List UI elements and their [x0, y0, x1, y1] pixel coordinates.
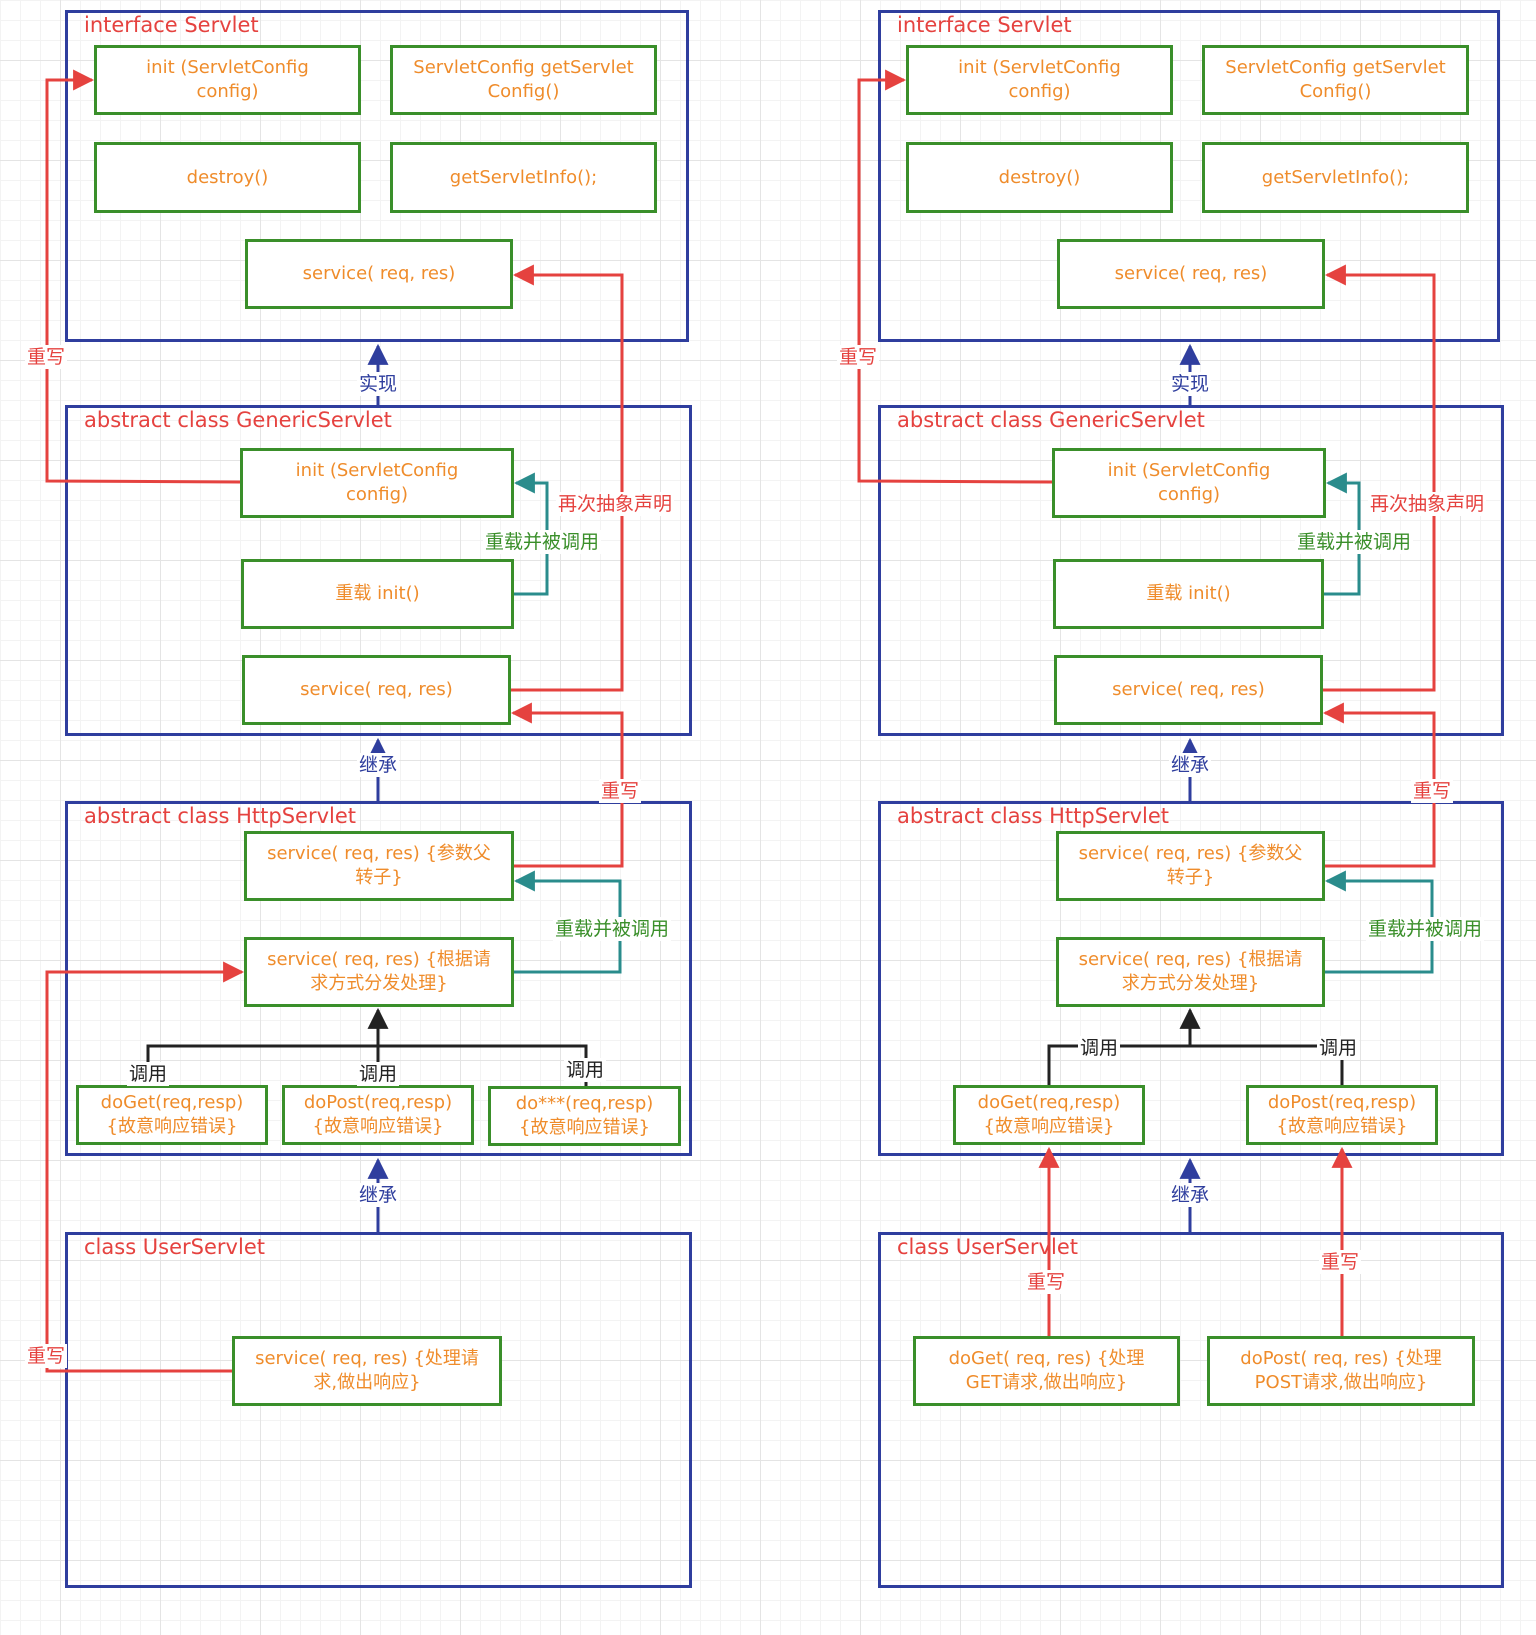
- right-generic-overload-init-method: 重载 init(): [1053, 559, 1324, 629]
- right-call-label: 调用: [1317, 1036, 1360, 1060]
- right-generic-init-method: init (ServletConfig config): [1052, 448, 1326, 518]
- right-call-label: 调用: [1078, 1036, 1121, 1060]
- left-interface-get-servlet-config-method: ServletConfig getServlet Config(): [390, 45, 657, 115]
- left-http-service-dispatch-method: service( req, res) {根据请 求方式分发处理}: [244, 937, 514, 1007]
- class-title: abstract class HttpServlet: [897, 804, 1170, 828]
- right-user-do-post-method: doPost( req, res) {处理 POST请求,做出响应}: [1207, 1336, 1475, 1406]
- left-inherit-label: 继承: [357, 753, 400, 777]
- right-http-do-post-method: doPost(req,resp) {故意响应错误}: [1246, 1085, 1438, 1145]
- right-interface-destroy-method: destroy(): [906, 142, 1173, 213]
- left-user-servlet: class UserServlet: [65, 1232, 692, 1588]
- right-interface-init-method: init (ServletConfig config): [906, 45, 1173, 115]
- left-redeclare-abstract-label: 再次抽象声明: [556, 492, 675, 516]
- class-title: interface Servlet: [84, 13, 259, 37]
- left-call-label: 调用: [127, 1062, 170, 1086]
- class-title: interface Servlet: [897, 13, 1072, 37]
- left-user-service-method: service( req, res) {处理请 求,做出响应}: [232, 1336, 502, 1406]
- left-interface-get-servlet-info-method: getServletInfo();: [390, 142, 657, 213]
- right-override-label: 重写: [837, 345, 880, 369]
- right-http-service-convert-method: service( req, res) {参数父 转子}: [1056, 831, 1325, 901]
- left-user-override-label: 重写: [25, 1344, 68, 1368]
- right-overload-called-service-label: 重载并被调用: [1366, 917, 1485, 941]
- right-redeclare-abstract-label: 再次抽象声明: [1368, 492, 1487, 516]
- right-inherit-label: 继承: [1169, 1183, 1212, 1207]
- left-inherit-label: 继承: [357, 1183, 400, 1207]
- left-interface-destroy-method: destroy(): [94, 142, 361, 213]
- right-interface-get-servlet-config-method: ServletConfig getServlet Config(): [1202, 45, 1469, 115]
- left-call-label: 调用: [564, 1058, 607, 1082]
- left-http-do-other-method: do***(req,resp) {故意响应错误}: [488, 1086, 681, 1146]
- right-http-do-get-method: doGet(req,resp) {故意响应错误}: [953, 1085, 1145, 1145]
- right-override-service-label: 重写: [1411, 779, 1454, 803]
- right-interface-service-method: service( req, res): [1057, 239, 1325, 309]
- right-user-override-dopost-label: 重写: [1319, 1250, 1362, 1274]
- right-user-servlet: class UserServlet: [878, 1232, 1504, 1588]
- left-interface-service-method: service( req, res): [245, 239, 513, 309]
- right-http-service-dispatch-method: service( req, res) {根据请 求方式分发处理}: [1056, 937, 1325, 1007]
- left-http-do-get-method: doGet(req,resp) {故意响应错误}: [76, 1085, 268, 1145]
- right-user-do-get-method: doGet( req, res) {处理 GET请求,做出响应}: [913, 1336, 1180, 1406]
- class-title: class UserServlet: [84, 1235, 265, 1259]
- right-implement-label: 实现: [1169, 372, 1212, 396]
- right-user-override-doget-label: 重写: [1025, 1270, 1068, 1294]
- left-call-label: 调用: [357, 1062, 400, 1086]
- left-override-service-label: 重写: [599, 779, 642, 803]
- class-title: abstract class HttpServlet: [84, 804, 357, 828]
- right-generic-service-method: service( req, res): [1054, 655, 1323, 725]
- left-http-do-post-method: doPost(req,resp) {故意响应错误}: [282, 1085, 474, 1145]
- left-overload-called-label: 重载并被调用: [483, 530, 602, 554]
- left-override-label: 重写: [25, 345, 68, 369]
- left-generic-overload-init-method: 重载 init(): [241, 559, 514, 629]
- left-overload-called-service-label: 重载并被调用: [553, 917, 672, 941]
- left-http-service-convert-method: service( req, res) {参数父 转子}: [244, 831, 514, 901]
- right-interface-get-servlet-info-method: getServletInfo();: [1202, 142, 1469, 213]
- class-title: abstract class GenericServlet: [84, 408, 392, 432]
- right-inherit-label: 继承: [1169, 753, 1212, 777]
- left-implement-label: 实现: [357, 372, 400, 396]
- left-interface-init-method: init (ServletConfig config): [94, 45, 361, 115]
- right-http-servlet: abstract class HttpServlet: [878, 801, 1504, 1156]
- class-title: abstract class GenericServlet: [897, 408, 1205, 432]
- left-generic-init-method: init (ServletConfig config): [240, 448, 514, 518]
- right-overload-called-label: 重载并被调用: [1295, 530, 1414, 554]
- left-generic-service-method: service( req, res): [242, 655, 511, 725]
- class-title: class UserServlet: [897, 1235, 1078, 1259]
